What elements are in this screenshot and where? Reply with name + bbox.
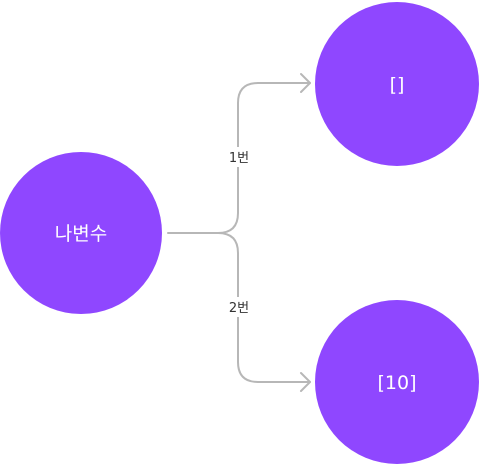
target-node-empty-list-label: [] (390, 74, 405, 96)
arrowhead-upper (300, 73, 311, 93)
edge-label-2: 2번 (229, 301, 249, 316)
edge-to-list-ten (217, 232, 311, 392)
edge-label-background-1 (224, 147, 254, 167)
target-node-empty-list-circle (315, 2, 479, 166)
target-node-list-ten-label: [10] (377, 372, 416, 394)
target-node-list-ten[interactable]: [10] (315, 300, 479, 464)
edge-label-1: 1번 (229, 151, 249, 166)
source-node-label: 나변수 (55, 223, 107, 245)
source-node[interactable]: 나변수 (0, 152, 162, 314)
arrowhead-lower (300, 372, 311, 392)
target-node-list-ten-circle (315, 300, 479, 464)
target-node-empty-list[interactable]: [] (315, 2, 479, 166)
source-node-circle (0, 152, 162, 314)
edge-line-lower (217, 232, 311, 383)
edge-label-background-2 (224, 297, 254, 317)
